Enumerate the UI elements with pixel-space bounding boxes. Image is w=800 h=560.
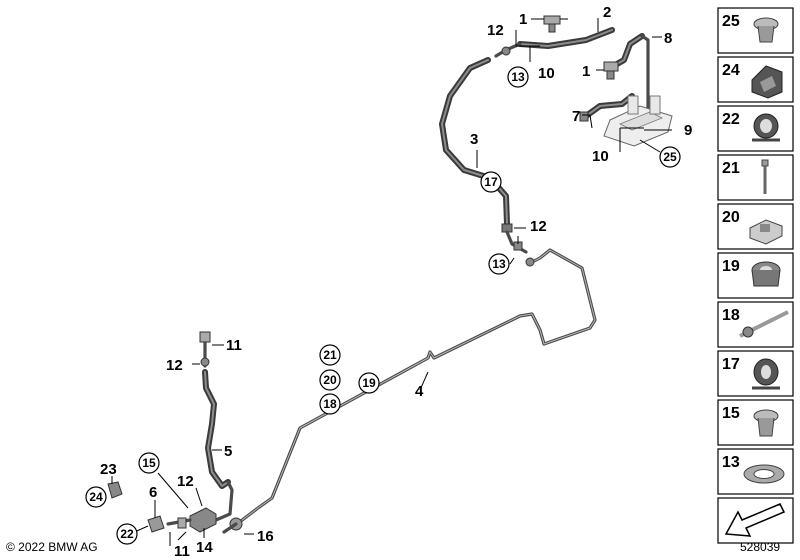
clamp-20-icon — [749, 219, 783, 245]
callout-12-mid: 12 — [530, 218, 547, 235]
grommet-19-icon — [751, 261, 781, 287]
holder-17-icon — [752, 358, 780, 390]
callout-6: 6 — [149, 484, 157, 501]
callout-circle-24 — [85, 486, 107, 508]
fitting-11-lower — [177, 517, 187, 529]
callout-10-lower: 10 — [592, 148, 609, 165]
callout-12-upper: 12 — [487, 22, 504, 39]
callout-circle-15 — [138, 452, 160, 474]
callout-circle-25 — [659, 146, 681, 168]
cable-tie-18-icon — [739, 310, 789, 338]
nut-24 — [107, 481, 123, 499]
connector-1-lower — [603, 61, 619, 80]
leader-lines — [111, 18, 672, 546]
panel-label-20: 20 — [722, 209, 740, 226]
panel-label-15: 15 — [722, 405, 740, 422]
panel-label-17: 17 — [722, 356, 740, 373]
panel-label-25: 25 — [722, 13, 740, 30]
connector-1-upper — [543, 15, 561, 33]
callout-20: 20 — [323, 373, 337, 387]
callout-17: 17 — [484, 175, 498, 189]
callout-2: 2 — [603, 4, 611, 21]
callout-13-mid: 13 — [492, 257, 506, 271]
callout-21: 21 — [323, 348, 337, 362]
callout-18: 18 — [323, 397, 337, 411]
holder-22-icon — [752, 113, 780, 142]
panel-cell-18 — [717, 301, 794, 348]
callout-5: 5 — [224, 443, 232, 460]
callout-8: 8 — [664, 30, 672, 47]
panel-cell-15 — [717, 399, 794, 446]
callout-circle-22 — [116, 523, 138, 545]
distributor-14 — [166, 507, 217, 533]
panel-label-19: 19 — [722, 258, 740, 275]
brake-pipe-4 — [235, 248, 597, 526]
copyright: © 2022 BMW AG — [6, 540, 98, 554]
panel-label-22: 22 — [722, 111, 740, 128]
callout-9: 9 — [684, 122, 692, 139]
callout-circle-13-upper — [507, 66, 529, 88]
callout-7: 7 — [572, 108, 580, 125]
callout-19: 19 — [362, 376, 376, 390]
arrow-icon — [724, 503, 786, 537]
callout-11-lower: 11 — [174, 543, 190, 560]
panel-label-21: 21 — [722, 160, 740, 177]
fitting-16 — [222, 517, 243, 534]
callout-circle-13-mid — [488, 253, 510, 275]
callout-circle-20 — [319, 369, 341, 391]
callout-1-lower: 1 — [582, 63, 590, 80]
callout-16: 16 — [257, 528, 274, 545]
brake-hose-2 — [494, 27, 615, 58]
callout-3: 3 — [470, 131, 478, 148]
parts-panel: 25 24 22 21 20 — [717, 7, 794, 544]
callouts: 1 2 12 13 10 8 1 7 9 10 25 3 17 12 13 11… — [85, 4, 692, 560]
washer-13-icon — [743, 464, 785, 484]
callout-10-upper: 10 — [538, 65, 555, 82]
brake-hose-7 — [579, 93, 635, 122]
clip-25-icon — [753, 17, 779, 43]
callout-24: 24 — [89, 490, 103, 504]
callout-circle-17 — [480, 171, 502, 193]
connector-6 — [147, 515, 165, 533]
callout-23: 23 — [100, 461, 117, 478]
document-number: 528039 — [740, 540, 781, 554]
fitting-13-mid — [513, 241, 535, 267]
callout-25: 25 — [663, 150, 677, 164]
brake-hose-5 — [199, 331, 234, 522]
callout-11-upper: 11 — [226, 337, 242, 354]
brake-hose-3 — [439, 57, 528, 254]
panel-cell-25 — [717, 7, 794, 54]
clip-15-icon — [753, 409, 779, 437]
panel-label-24: 24 — [722, 62, 740, 79]
callout-12-lower: 12 — [177, 473, 194, 490]
callout-circle-18 — [319, 393, 341, 415]
callout-14: 14 — [196, 539, 213, 556]
callout-4: 4 — [415, 383, 424, 400]
callout-circle-19 — [358, 372, 380, 394]
clip-24-icon — [751, 65, 783, 99]
callout-circle-21 — [319, 344, 341, 366]
callout-15: 15 — [142, 456, 156, 470]
panel-label-18: 18 — [722, 307, 740, 324]
callout-1-upper: 1 — [519, 11, 527, 28]
panel-cell-21 — [717, 154, 794, 201]
bracket-9 — [603, 95, 673, 147]
callout-12-lower-upper: 12 — [166, 357, 183, 374]
screw-21-icon — [761, 159, 769, 194]
panel-label-13: 13 — [722, 454, 740, 471]
callout-22: 22 — [120, 527, 134, 541]
callout-13-upper: 13 — [511, 70, 525, 84]
